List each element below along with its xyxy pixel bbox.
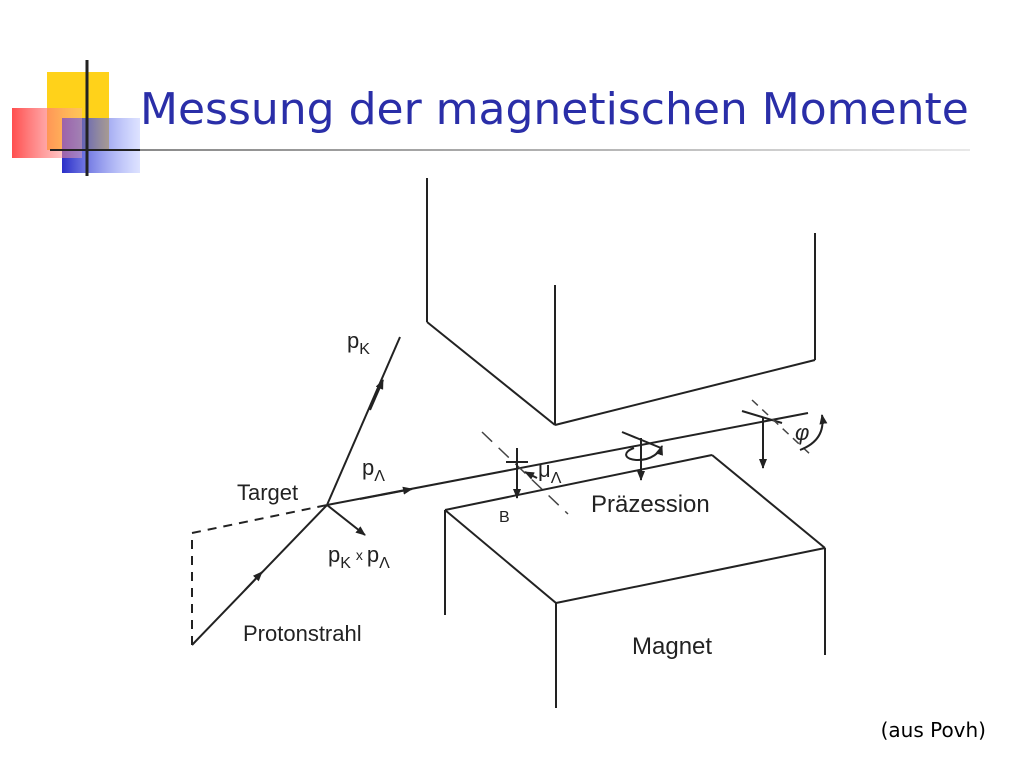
dashed-reference-line bbox=[191, 504, 328, 645]
source-credit: (aus Povh) bbox=[880, 718, 986, 742]
slide-logo bbox=[12, 60, 160, 176]
label-magnet: Magnet bbox=[632, 633, 712, 660]
label-b-field: B bbox=[499, 509, 510, 526]
phi-angle-arc bbox=[799, 414, 828, 451]
label-target: Target bbox=[237, 480, 298, 505]
label-mu: μΛ bbox=[538, 457, 562, 487]
lower-magnet-block bbox=[444, 454, 826, 708]
cross-product-arrow bbox=[326, 504, 366, 536]
kaon-track bbox=[326, 336, 401, 506]
upper-magnet-pole bbox=[426, 178, 816, 426]
label-proton-beam: Protonstrahl bbox=[243, 621, 362, 646]
lambda-arrow bbox=[359, 486, 413, 500]
label-plambda: pΛ bbox=[362, 455, 385, 485]
slide-title: Messung der magnetischen Momente bbox=[140, 84, 969, 135]
precession-rotation-arrow bbox=[625, 445, 663, 462]
proton-beam-arrow bbox=[244, 571, 263, 591]
title-underline bbox=[140, 149, 970, 151]
label-phi: φ bbox=[795, 420, 809, 445]
label-pk: pK bbox=[347, 328, 370, 358]
kaon-arrow bbox=[369, 379, 384, 411]
mu-arrow bbox=[524, 471, 538, 480]
label-precession: Präzession bbox=[591, 491, 710, 518]
